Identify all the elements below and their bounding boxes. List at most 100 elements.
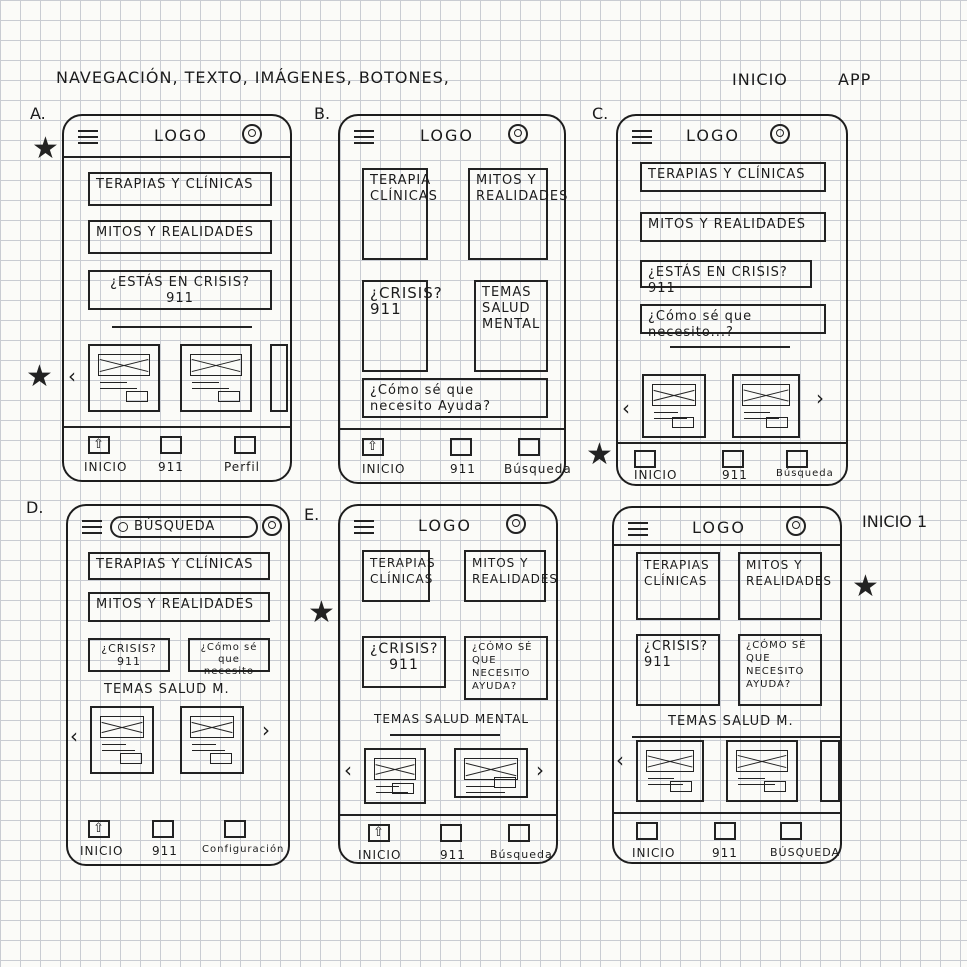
menu-icon xyxy=(78,130,98,144)
divider xyxy=(618,442,846,444)
star-icon: ★ xyxy=(26,359,53,394)
nav-label-inicio: INICIO xyxy=(358,848,402,862)
search-nav-icon xyxy=(518,438,540,456)
nav-label-inicio: INICIO xyxy=(632,846,676,860)
home-icon: ⇧ xyxy=(88,820,110,838)
small-button-como-se: ¿Cómo sé que necesito xyxy=(188,638,270,677)
star-icon: ★ xyxy=(852,569,879,604)
home-icon: ⇧ xyxy=(368,824,390,842)
tile-como-se: ¿CÓMO SÉ QUE NECESITO AYUDA? xyxy=(738,634,822,706)
topbar: BÚSQUEDA xyxy=(68,506,288,546)
wireframe-e: LOGO TERAPIAS CLÍNICAS MITOS Y REALIDADE… xyxy=(338,504,558,864)
home-icon: ⇧ xyxy=(88,436,110,454)
nav-label-911: 911 xyxy=(152,844,178,858)
carousel-card xyxy=(90,706,154,774)
nav-label-911: 911 xyxy=(450,462,476,476)
carousel-card xyxy=(88,344,160,412)
divider xyxy=(340,428,564,430)
arrow-right-icon: › xyxy=(536,758,544,782)
sketch-label-e: E. xyxy=(304,505,320,524)
divider xyxy=(112,326,252,328)
nav-label-911: 911 xyxy=(722,468,748,482)
nav-label-inicio: INICIO xyxy=(80,844,124,858)
tile-crisis: ¿CRISIS? 911 xyxy=(362,280,442,372)
sketch-label-c: C. xyxy=(592,104,609,123)
tile-terapias: TERAPIAS CLÍNICAS xyxy=(362,550,435,602)
profile-nav-icon xyxy=(234,436,256,454)
sketch-header-inicio: INICIO xyxy=(732,70,788,89)
home-icon xyxy=(634,450,656,468)
nav-label-perfil: Perfil xyxy=(224,460,261,474)
logo: LOGO xyxy=(154,126,208,145)
sketch-label-a: A. xyxy=(30,104,46,123)
menu-button-mitos: MITOS Y REALIDADES xyxy=(640,212,826,242)
sketch-label-b: B. xyxy=(314,104,331,123)
topbar: LOGO xyxy=(64,116,290,156)
profile-icon xyxy=(770,124,790,144)
nav-label-inicio: INICIO xyxy=(634,468,678,482)
topbar: LOGO xyxy=(340,116,564,156)
nav-label-busqueda: Búsqueda xyxy=(504,462,572,476)
carousel-card xyxy=(364,748,426,804)
phone-icon xyxy=(440,824,462,842)
carousel-card xyxy=(732,374,800,438)
carousel-card xyxy=(180,344,252,412)
logo: LOGO xyxy=(686,126,740,145)
search-nav-icon xyxy=(780,822,802,840)
settings-nav-icon xyxy=(224,820,246,838)
tile-terapias: TERAPIA CLÍNICAS xyxy=(362,168,437,260)
carousel-card xyxy=(180,706,244,774)
divider xyxy=(340,814,556,816)
menu-button-terapias: TERAPIAS Y CLÍNICAS xyxy=(640,162,826,192)
arrow-right-icon: › xyxy=(262,718,270,742)
arrow-left-icon: ‹ xyxy=(344,758,352,782)
topbar: LOGO xyxy=(614,508,840,548)
carousel-card xyxy=(454,748,528,798)
wireframe-inicio-1: LOGO TERAPIAS CLÍNICAS MITOS Y REALIDADE… xyxy=(612,506,842,864)
arrow-left-icon: ‹ xyxy=(616,748,624,772)
carousel-card xyxy=(636,740,704,802)
carousel-card xyxy=(726,740,798,802)
phone-icon xyxy=(722,450,744,468)
tile-crisis: ¿CRISIS? 911 xyxy=(636,634,720,706)
section-title: TEMAS SALUD M. xyxy=(668,714,794,729)
menu-button-crisis: ¿ESTÁS EN CRISIS? 911 xyxy=(640,260,812,296)
carousel-card-partial xyxy=(820,740,840,802)
phone-icon xyxy=(714,822,736,840)
search-nav-icon xyxy=(508,824,530,842)
tile-temas: TEMAS SALUD MENTAL xyxy=(474,280,548,372)
topbar: LOGO xyxy=(618,116,846,156)
arrow-left-icon: ‹ xyxy=(70,724,78,748)
carousel-card-partial xyxy=(270,344,288,412)
menu-button-mitos: MITOS Y REALIDADES xyxy=(88,592,270,622)
nav-label-inicio: INICIO xyxy=(362,462,406,476)
divider xyxy=(614,812,840,814)
menu-icon xyxy=(632,130,652,144)
profile-icon xyxy=(242,124,262,144)
star-icon: ★ xyxy=(586,437,613,472)
divider xyxy=(64,426,290,428)
divider xyxy=(390,734,500,736)
wireframe-b: LOGO TERAPIA CLÍNICAS MITOS Y REALIDADES… xyxy=(338,114,571,484)
tile-como-se: ¿CÓMO SÉ QUE NECESITO AYUDA? xyxy=(464,636,548,700)
tile-crisis: ¿CRISIS? 911 xyxy=(362,636,446,688)
menu-button-como-se: ¿Cómo sé que necesito...? xyxy=(640,304,826,340)
profile-icon xyxy=(508,124,528,144)
tile-terapias: TERAPIAS CLÍNICAS xyxy=(636,552,720,620)
nav-label-911: 911 xyxy=(712,846,738,860)
tile-mitos: MITOS Y REALIDADES xyxy=(464,550,557,602)
phone-icon xyxy=(160,436,182,454)
nav-label-inicio: INICIO xyxy=(84,460,128,474)
divider xyxy=(632,736,840,738)
sketch-header-title: NAVEGACIÓN, TEXTO, IMÁGENES, BOTONES, xyxy=(56,68,450,87)
menu-icon xyxy=(628,522,648,536)
sketch-label-d: D. xyxy=(26,498,44,517)
wireframe-d: BÚSQUEDA TERAPIAS Y CLÍNICAS MITOS Y REA… xyxy=(66,504,290,866)
wireframe-a: LOGO TERAPIAS Y CLÍNICAS MITOS Y REALIDA… xyxy=(62,114,292,482)
tile-mitos: MITOS Y REALIDADES xyxy=(468,168,567,260)
section-title: TEMAS SALUD M. xyxy=(104,682,230,697)
nav-label-911: 911 xyxy=(158,460,184,474)
sketch-label-f: INICIO 1 xyxy=(862,512,928,531)
divider xyxy=(614,544,840,546)
logo: LOGO xyxy=(692,518,746,537)
